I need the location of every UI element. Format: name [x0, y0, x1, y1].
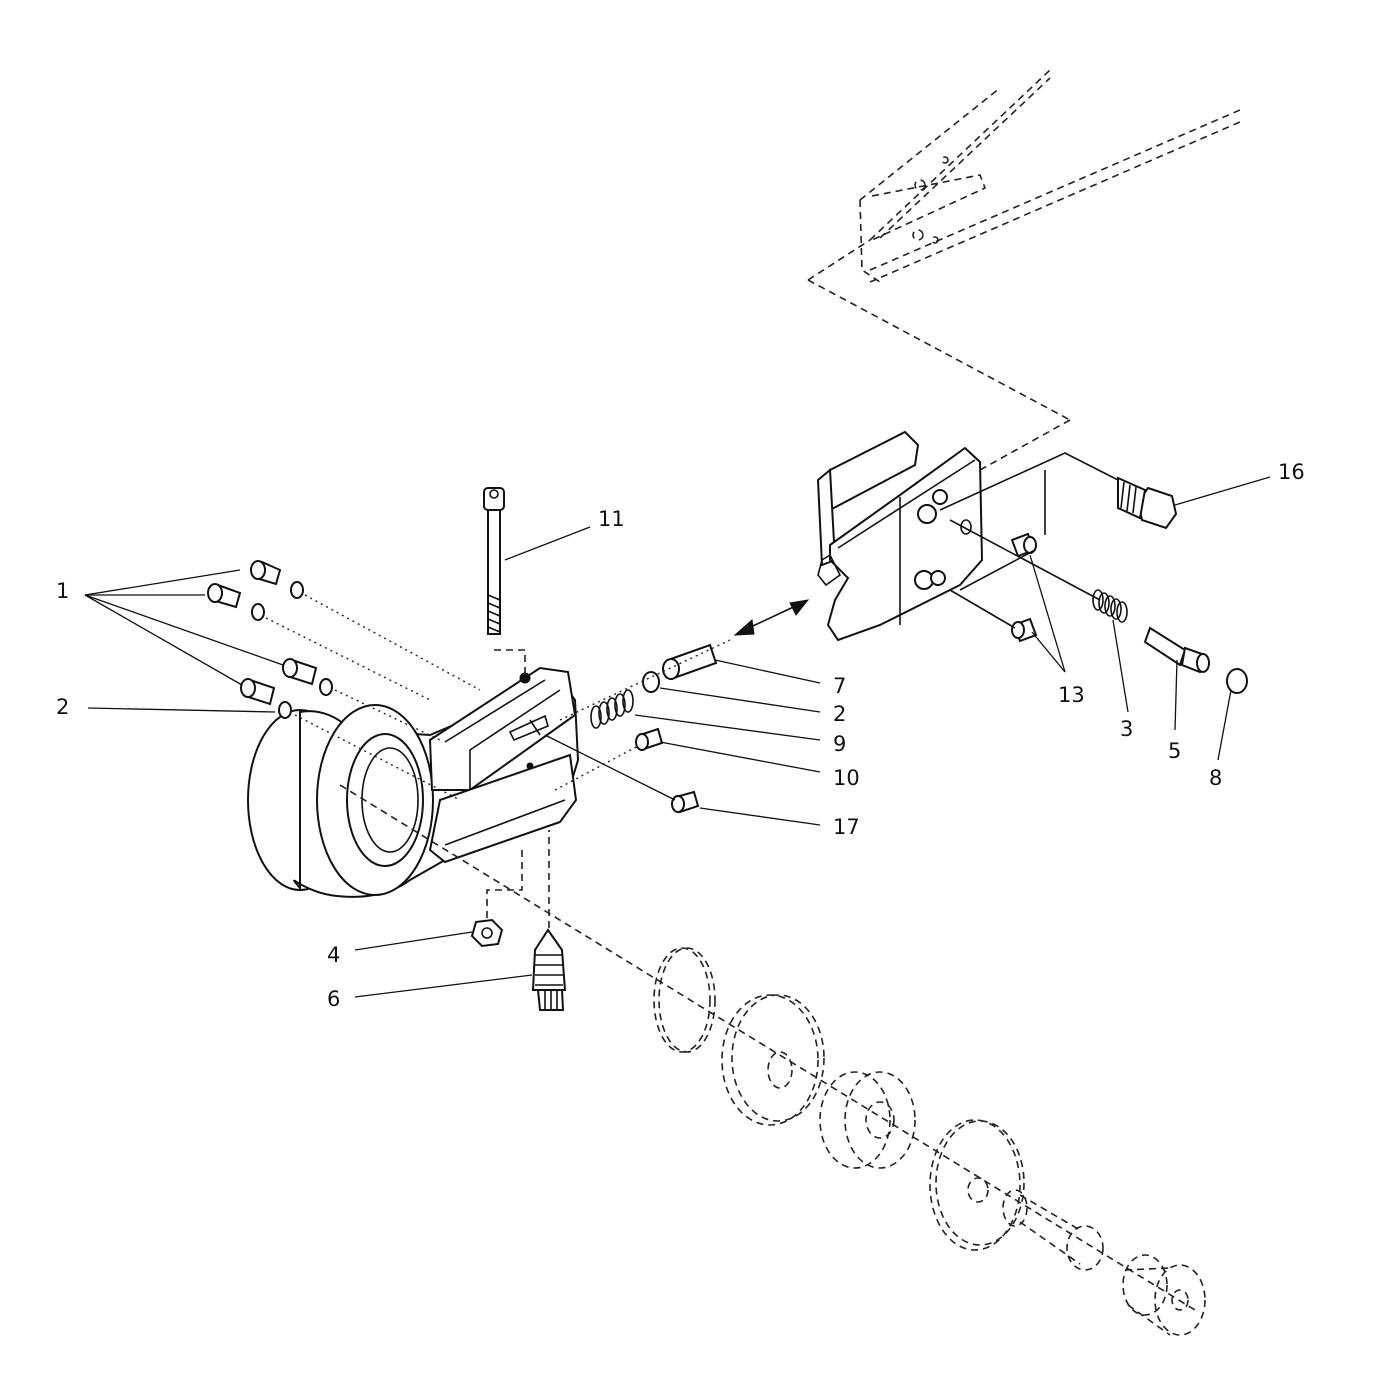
callout-16: 16 — [1278, 460, 1305, 484]
pin-17 — [671, 790, 700, 814]
callout-17: 17 — [833, 815, 860, 839]
callout-13: 13 — [1058, 683, 1085, 707]
spring-9 — [590, 689, 634, 729]
pin-7 — [662, 643, 718, 680]
pin-1b — [207, 583, 242, 609]
oring-1c — [319, 678, 333, 696]
callout-4: 4 — [327, 943, 340, 967]
pin-13a — [1010, 532, 1037, 558]
stud-6 — [531, 830, 567, 1011]
callout-10: 10 — [833, 766, 860, 790]
pin-5 — [1143, 626, 1210, 674]
pins-set-1 — [207, 560, 481, 801]
center-parts — [554, 599, 810, 814]
drive-train — [339, 784, 1206, 1336]
frame-outline-dashed — [807, 69, 1241, 471]
ring-8 — [1226, 668, 1248, 694]
callout-7: 7 — [833, 674, 846, 698]
callout-9: 9 — [833, 732, 846, 756]
leader-lines — [84, 476, 1271, 998]
callout-8: 8 — [1209, 766, 1222, 790]
callout-2-left: 2 — [56, 695, 69, 719]
pin-1d — [240, 678, 276, 706]
callout-1: 1 — [56, 579, 69, 603]
pin-10 — [635, 727, 664, 751]
spring-3 — [1092, 589, 1128, 623]
oring-1a — [290, 581, 304, 599]
pin-1c — [282, 658, 318, 686]
arm-body — [247, 666, 580, 898]
bracket-plate — [816, 430, 984, 642]
bolt-11 — [483, 487, 526, 675]
callout-labels: 1 2 11 7 2 9 10 17 13 3 5 8 16 4 6 — [56, 460, 1305, 1011]
nut-4 — [470, 850, 523, 948]
pin-13b — [1011, 617, 1038, 643]
oring-2-left — [278, 701, 292, 719]
callout-2-center: 2 — [833, 702, 846, 726]
oring-2-center — [642, 671, 660, 693]
pin-1a — [250, 560, 282, 586]
callout-11: 11 — [598, 507, 625, 531]
right-parts — [939, 452, 1248, 694]
bolt-16 — [1117, 476, 1178, 530]
callout-6: 6 — [327, 987, 340, 1011]
oring-1b — [251, 603, 265, 621]
callout-5: 5 — [1168, 739, 1181, 763]
callout-3: 3 — [1120, 717, 1133, 741]
